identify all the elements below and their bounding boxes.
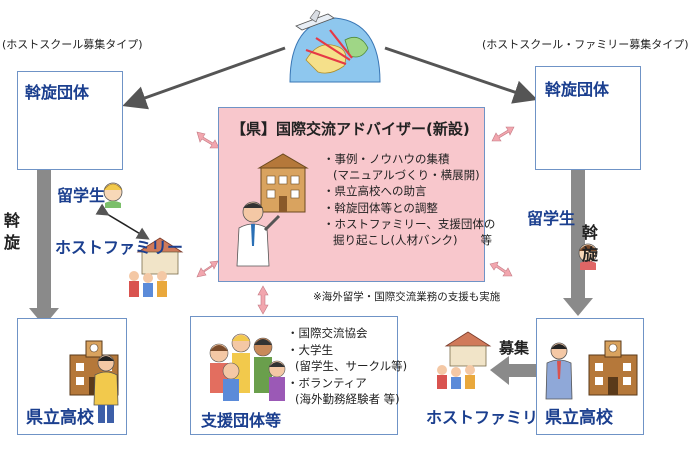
right-type-label: (ホストスクール・ファミリー募集タイプ) (482, 38, 689, 51)
recruit-label: 募集 (499, 339, 530, 357)
advisor-duty: ・事例・ノウハウの集積 (323, 152, 450, 166)
advisor-duty: (マニュアルづくり・横展開) (333, 168, 480, 183)
student-icon (578, 243, 598, 270)
right-mediation-label: 斡 旋 (581, 223, 598, 264)
left-type-label: (ホストスクール募集タイプ) (2, 38, 143, 51)
building-icon (257, 153, 309, 213)
student-icon (103, 182, 123, 208)
advisor-title: 【県】国際交流アドバイザー(新設) (231, 120, 470, 138)
support-members: ・国際交流協会 ・大学生 (留学生、サークル等) ・ボランティア (海外勤務経験… (287, 325, 407, 408)
right-student-label: 留学生 (527, 209, 576, 228)
left-school-title: 県立高校 (26, 408, 94, 428)
right-mediator-box: 斡旋団体 (535, 66, 641, 170)
left-school-box: 県立高校 (17, 318, 127, 435)
left-mediator-title: 斡旋団体 (25, 83, 90, 102)
left-student-label: 留学生 (57, 186, 106, 205)
arrow-student-family (95, 203, 150, 240)
teacher-icon (545, 342, 573, 400)
arrow-globe-to-right-mediator (384, 46, 538, 104)
volunteers-icon (209, 333, 286, 401)
left-mediation-label: 斡 旋 (3, 211, 20, 252)
support-title: 支援団体等 (201, 411, 282, 430)
support-member: (留学生、サークル等) (295, 359, 408, 374)
support-box: 支援団体等 ・国際交流協会 ・大学生 (留学生、サークル等) ・ボランティア (… (190, 316, 407, 435)
teacher-icon (93, 354, 119, 423)
support-member: ・国際交流協会 (287, 326, 368, 340)
arrow-recruit (490, 356, 539, 385)
right-family-label: ホストファミリー (426, 408, 555, 427)
arrow-globe-to-left-mediator (122, 46, 286, 110)
advisor-person-icon (236, 201, 281, 267)
host-family-icon (129, 237, 184, 297)
left-family-label: ホストファミリー (55, 238, 184, 257)
left-mediator-box: 斡旋団体 (17, 71, 123, 170)
advisor-duty: 掘り起こし(人材バンク) 等 (333, 233, 493, 248)
advisor-duties: ・事例・ノウハウの集積 (マニュアルづくり・横展開) ・県立高校への助言 ・斡旋… (323, 151, 495, 248)
right-school-title: 県立高校 (545, 408, 613, 428)
arrow-left-mediation (29, 170, 59, 326)
globe-icon (289, 9, 381, 83)
host-family-icon (437, 331, 492, 389)
support-note: ※海外留学・国際交流業務の支援も実施 (313, 291, 501, 303)
advisor-illustration (236, 153, 309, 267)
advisor-box: 【県】国際交流アドバイザー(新設) ・事例・ノウハウの集積 (マニュアルづくり・… (218, 107, 495, 282)
support-member: ・ボランティア (287, 375, 367, 390)
support-member: ・大学生 (287, 342, 333, 357)
right-school-box: 県立高校 (536, 318, 644, 435)
advisor-duty: ・斡旋団体等との調整 (323, 200, 438, 215)
school-icon (588, 340, 638, 396)
right-mediator-title: 斡旋団体 (545, 80, 610, 99)
advisor-duty: ・県立高校への助言 (323, 184, 427, 199)
support-member: (海外勤務経験者 等) (295, 392, 400, 407)
advisor-duty: ・ホストファミリー、支援団体の (323, 216, 496, 231)
